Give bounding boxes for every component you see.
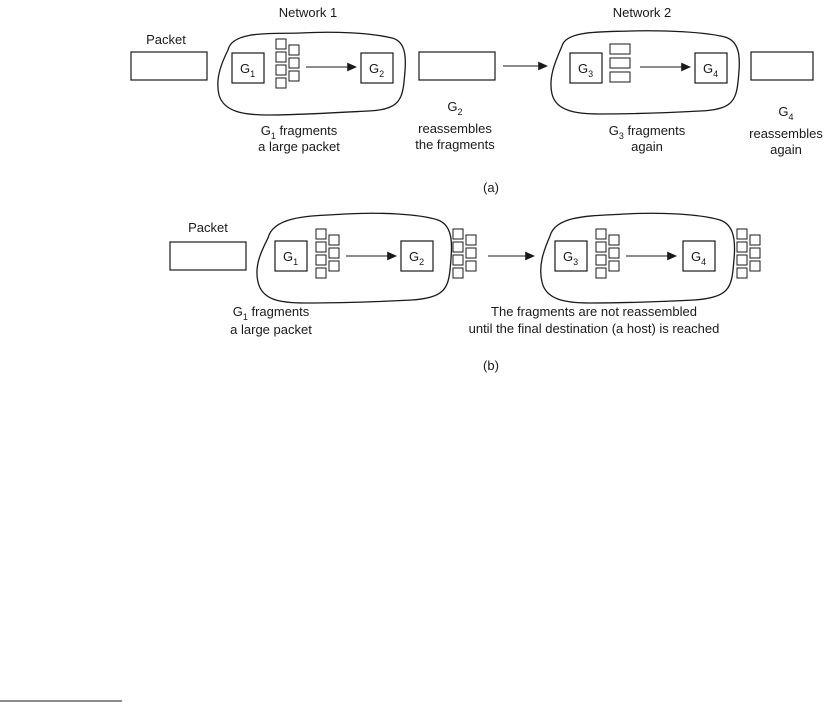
fragment xyxy=(316,242,326,252)
fragment xyxy=(737,268,747,278)
part-b-label: (b) xyxy=(483,358,499,373)
fragment xyxy=(289,58,299,68)
fragment xyxy=(276,39,286,49)
packet-box-b xyxy=(170,242,246,270)
fragment xyxy=(609,248,619,258)
network2-title: Network 2 xyxy=(613,5,672,20)
fragment xyxy=(453,268,463,278)
caption-not-reassembled: The fragments are not reassembled xyxy=(491,304,697,319)
network1-title: Network 1 xyxy=(279,5,338,20)
caption-g4-line2: reassembles xyxy=(749,126,823,141)
fragment xyxy=(466,235,476,245)
packet-box xyxy=(131,52,207,80)
fragment xyxy=(737,229,747,239)
fragment xyxy=(750,235,760,245)
packet-label: Packet xyxy=(146,32,186,47)
caption-g2-line2: reassembles xyxy=(418,121,492,136)
fragment xyxy=(289,45,299,55)
reassembled-packet-box xyxy=(419,52,495,80)
fragment xyxy=(750,261,760,271)
fragment xyxy=(466,261,476,271)
fragments-at-destination xyxy=(737,229,760,278)
caption-g2-title: G2 xyxy=(447,99,462,117)
fragment xyxy=(750,248,760,258)
fragment xyxy=(596,268,606,278)
packet-label-b: Packet xyxy=(188,220,228,235)
caption-g4-line3: again xyxy=(770,142,802,157)
fragment xyxy=(316,268,326,278)
fragment xyxy=(453,255,463,265)
fragment xyxy=(316,229,326,239)
caption-g2-line3: the fragments xyxy=(415,137,495,152)
fragment xyxy=(329,261,339,271)
fragment xyxy=(453,229,463,239)
fragments-between-networks xyxy=(453,229,476,278)
part-a-label: (a) xyxy=(483,180,499,195)
part-a: Network 1 Network 2 Packet G1 G2 G3 xyxy=(131,5,823,195)
fragment xyxy=(610,72,630,82)
caption-g1-line2: a large packet xyxy=(258,139,340,154)
fragment xyxy=(466,248,476,258)
caption-final-destination: until the final destination (a host) is … xyxy=(469,321,720,336)
fragment xyxy=(610,44,630,54)
caption-g1-fragments-b: G1 fragments xyxy=(233,304,310,322)
caption-g1-line2-b: a large packet xyxy=(230,322,312,337)
fragment xyxy=(289,71,299,81)
fragment xyxy=(609,235,619,245)
fragment xyxy=(453,242,463,252)
fragment xyxy=(316,255,326,265)
fragment xyxy=(276,65,286,75)
part-b: Packet G1 G2 G3 xyxy=(170,213,760,373)
fragment xyxy=(329,235,339,245)
fragment xyxy=(596,229,606,239)
fragment xyxy=(737,242,747,252)
fragments-g3 xyxy=(610,44,630,82)
fragment xyxy=(276,52,286,62)
fragment xyxy=(737,255,747,265)
final-packet-box xyxy=(751,52,813,80)
fragment xyxy=(596,242,606,252)
fragment xyxy=(610,58,630,68)
fragment xyxy=(329,248,339,258)
caption-g4-title: G4 xyxy=(778,104,793,122)
fragment xyxy=(276,78,286,88)
caption-g3-line2: again xyxy=(631,139,663,154)
fragment xyxy=(596,255,606,265)
fragment xyxy=(609,261,619,271)
